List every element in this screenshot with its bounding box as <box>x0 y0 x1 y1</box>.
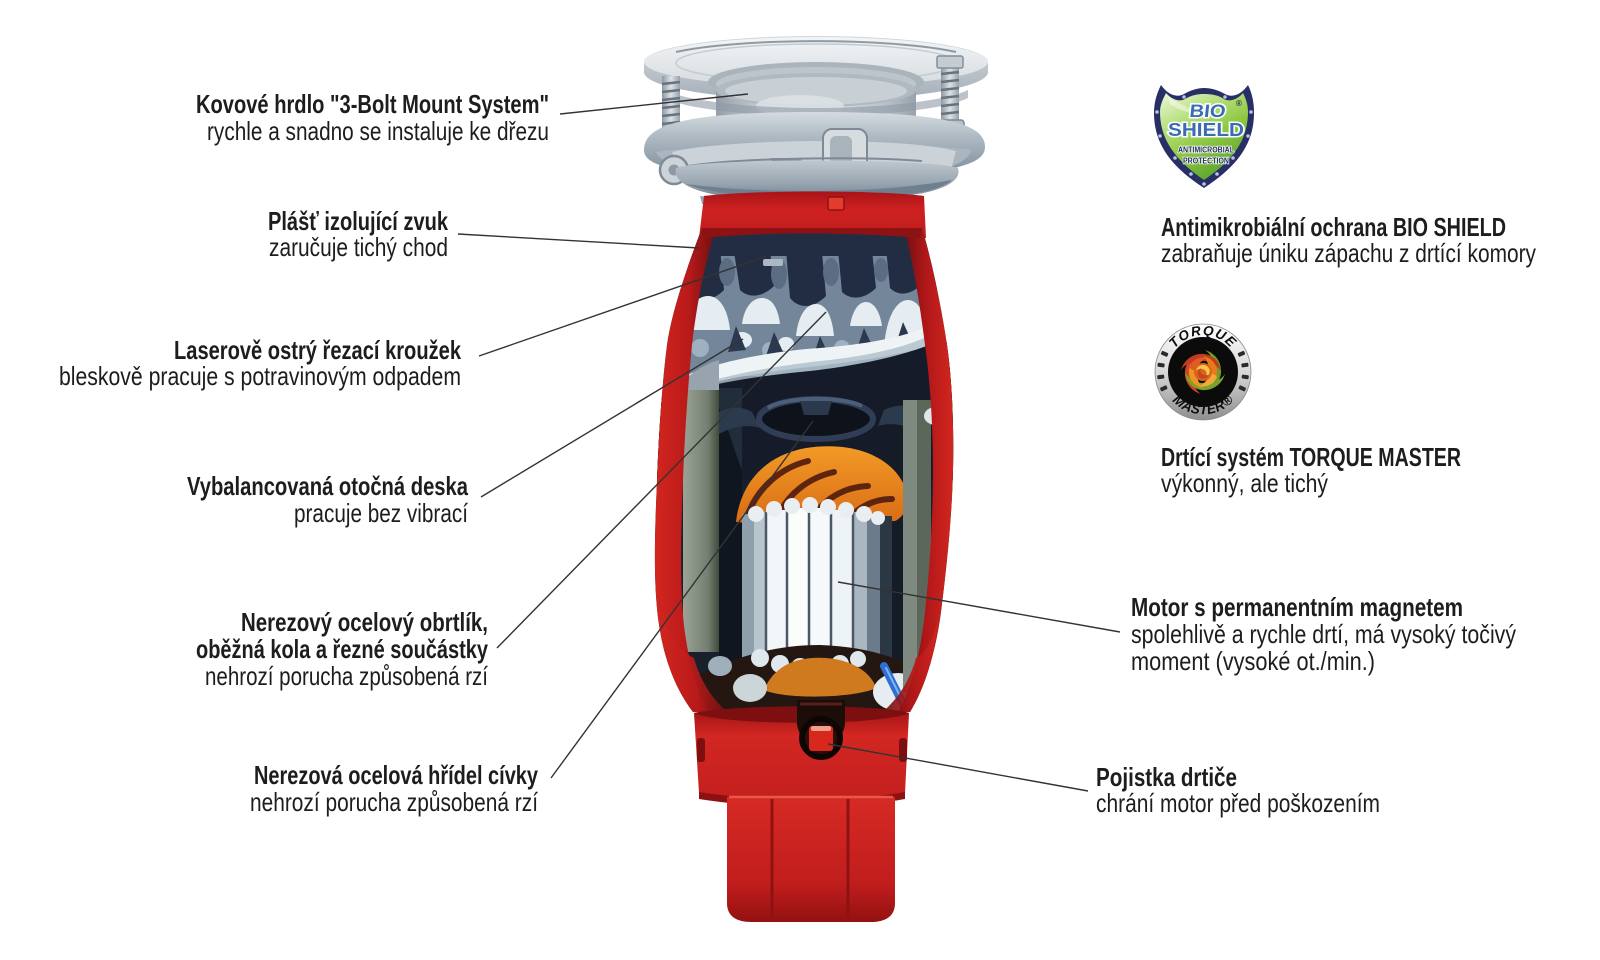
svg-text:zabraňuje úniku zápachu z drtí: zabraňuje úniku zápachu z drtící komory <box>1161 238 1536 268</box>
svg-text:PROTECTION: PROTECTION <box>1183 157 1229 166</box>
svg-text:ANTIMICROBIAL: ANTIMICROBIAL <box>1178 146 1234 155</box>
svg-text:Drtící systém TORQUE MASTER: Drtící systém TORQUE MASTER <box>1161 442 1461 472</box>
svg-text:zaručuje tichý chod: zaručuje tichý chod <box>269 232 448 262</box>
svg-text:nehrozí porucha způsobená rzí: nehrozí porucha způsobená rzí <box>205 661 489 691</box>
svg-text:nehrozí porucha způsobená rzí: nehrozí porucha způsobená rzí <box>250 787 539 817</box>
svg-text:Laserově ostrý řezací kroužek: Laserově ostrý řezací kroužek <box>174 335 461 365</box>
svg-text:Motor s permanentním magnetem: Motor s permanentním magnetem <box>1131 592 1463 622</box>
svg-text:rychle a snadno se instaluje k: rychle a snadno se instaluje ke dřezu <box>207 116 549 146</box>
svg-text:oběžná kola a řezné součástky: oběžná kola a řezné součástky <box>196 634 488 664</box>
svg-text:Pojistka drtiče: Pojistka drtiče <box>1096 762 1237 792</box>
svg-text:Plášť izolující zvuk: Plášť izolující zvuk <box>268 206 448 236</box>
svg-text:Antimikrobiální ochrana BIO SH: Antimikrobiální ochrana BIO SHIELD <box>1161 212 1506 242</box>
svg-text:chrání motor před poškozením: chrání motor před poškozením <box>1096 788 1380 818</box>
svg-text:SHIELD: SHIELD <box>1168 120 1244 140</box>
svg-text:Nerezová ocelová hřídel cívky: Nerezová ocelová hřídel cívky <box>254 760 538 790</box>
svg-text:moment (vysoké ot./min.): moment (vysoké ot./min.) <box>1131 646 1375 676</box>
svg-text:spolehlivě a rychle drtí, má v: spolehlivě a rychle drtí, má vysoký toči… <box>1131 619 1516 649</box>
svg-text:Nerezový ocelový obrtlík,: Nerezový ocelový obrtlík, <box>241 607 488 637</box>
svg-text:výkonný, ale tichý: výkonný, ale tichý <box>1161 468 1328 498</box>
svg-text:Vybalancovaná otočná deska: Vybalancovaná otočná deska <box>187 471 468 501</box>
svg-text:Kovové hrdlo "3-Bolt Mount Sys: Kovové hrdlo "3-Bolt Mount System" <box>196 89 549 119</box>
svg-text:bleskově pracuje s potravinový: bleskově pracuje s potravinovým odpadem <box>59 361 461 391</box>
svg-text:®: ® <box>1236 99 1242 108</box>
svg-text:pracuje bez vibrací: pracuje bez vibrací <box>294 498 469 528</box>
svg-text:BIO: BIO <box>1189 101 1227 121</box>
